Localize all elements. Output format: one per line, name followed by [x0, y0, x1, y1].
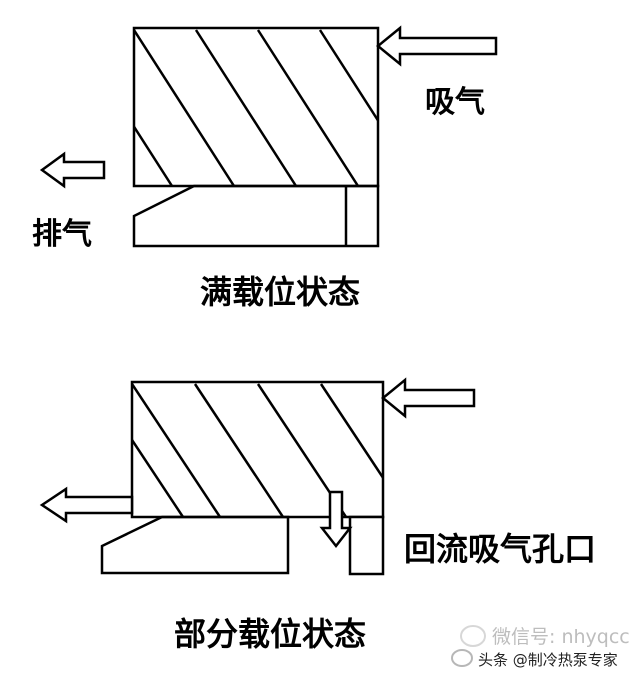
partial-load-slide-valve [100, 515, 290, 575]
return-port-block [348, 515, 385, 576]
partial-load-rotor [130, 380, 385, 519]
wechat-icon [451, 625, 486, 667]
wechat-watermark: 微信号: nhyqcc [492, 626, 630, 648]
return-flow-down-arrow-icon [319, 490, 353, 549]
intake-arrow-icon [376, 25, 498, 67]
full-load-rotor [132, 26, 380, 188]
return-port-label: 回流吸气孔口 [404, 530, 596, 568]
partial-exhaust-arrow-icon [39, 486, 134, 524]
partial-load-caption: 部分载位状态 [174, 615, 366, 653]
source-watermark: 头条 @制冷热泵专家 [478, 651, 618, 669]
exhaust-arrow-icon [39, 151, 106, 189]
full-load-caption: 满载位状态 [200, 273, 360, 311]
exhaust-label: 排气 [32, 217, 92, 252]
full-load-slide-valve [132, 184, 380, 248]
partial-intake-arrow-icon [381, 377, 476, 419]
intake-label: 吸气 [425, 85, 485, 120]
